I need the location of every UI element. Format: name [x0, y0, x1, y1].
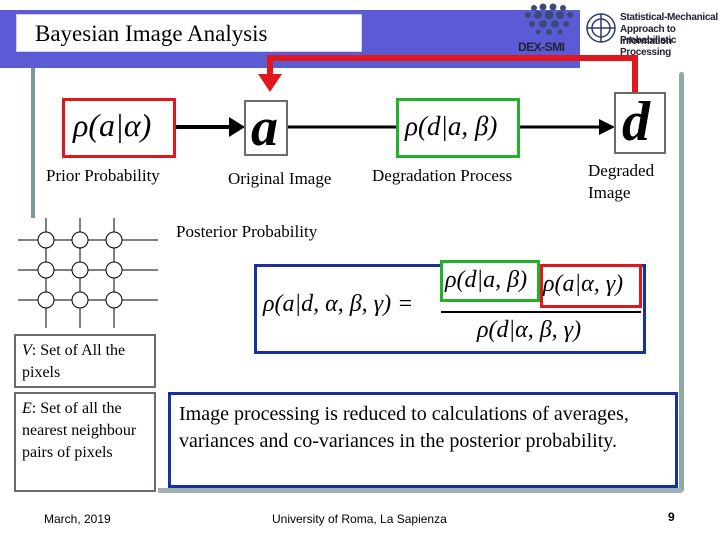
prior-label: Prior Probability — [46, 166, 160, 185]
e-text: : Set of all the nearest neighbour pairs… — [22, 400, 137, 461]
prior-formula-box: ρ(a|α) — [62, 98, 176, 158]
smapip-line-1: Statistical-Mechanical — [620, 12, 718, 23]
dex-smi-logo-icon — [525, 3, 573, 35]
dex-smi-logo-text: DEX-SMI — [518, 40, 565, 54]
frame-right-line — [679, 72, 684, 492]
posterior-label: Posterior Probability — [176, 222, 318, 241]
posterior-numerator-right: ρ(a|α, γ) — [543, 271, 624, 297]
frame-left-line — [31, 68, 35, 218]
summary-box: Image processing is reduced to calculati… — [168, 392, 678, 488]
footer-institution: University of Roma, La Sapienza — [272, 512, 447, 526]
posterior-numerator-left: ρ(d|a, β) — [445, 267, 528, 293]
smapip-line-2: Approach to Probabilistic — [620, 24, 677, 46]
posterior-denominator: ρ(d|α, β, γ) — [477, 317, 582, 343]
v-text: : Set of All the pixels — [22, 342, 126, 381]
degraded-label: Degraded Image — [588, 161, 655, 202]
smapip-line-3: Information Processing — [620, 36, 672, 58]
v-symbol: V — [22, 342, 32, 359]
posterior-label-box: Posterior Probability — [170, 218, 360, 246]
original-label: Original Image — [228, 169, 332, 188]
process-arrows — [175, 117, 615, 137]
smapip-logo: Statistical-Mechanical Approach to Proba… — [584, 4, 718, 58]
degradation-label: Degradation Process — [372, 166, 513, 185]
degraded-image-box: d — [614, 91, 666, 154]
footer-date: March, 2019 — [44, 512, 111, 526]
feedback-arrow — [258, 55, 638, 92]
prior-formula: ρ(a|α) — [73, 107, 152, 143]
degradation-formula: ρ(d|a, β) — [405, 111, 498, 141]
summary-text: Image processing is reduced to calculati… — [179, 403, 629, 452]
degraded-symbol: d — [622, 91, 650, 153]
page-number: 9 — [668, 510, 675, 524]
prior-factor-box: ρ(a|α, γ) — [540, 264, 642, 308]
frame-bottom-line — [158, 488, 682, 493]
pixel-lattice-graph — [18, 218, 158, 328]
degradation-formula-box: ρ(d|a, β) — [396, 98, 520, 158]
posterior-lhs: ρ(a|d, α, β, γ) = — [263, 291, 414, 317]
definition-e-box: E: Set of all the nearest neighbour pair… — [14, 392, 156, 492]
smapip-emblem-icon — [586, 13, 616, 43]
definition-v-box: V: Set of All the pixels — [14, 334, 156, 388]
original-symbol: a — [251, 97, 278, 157]
likelihood-box: ρ(d|a, β) — [440, 260, 540, 302]
fraction-bar — [441, 311, 641, 313]
e-symbol: E — [22, 400, 32, 417]
slide-title: Bayesian Image Analysis — [16, 14, 362, 52]
original-image-box: a — [244, 97, 288, 157]
